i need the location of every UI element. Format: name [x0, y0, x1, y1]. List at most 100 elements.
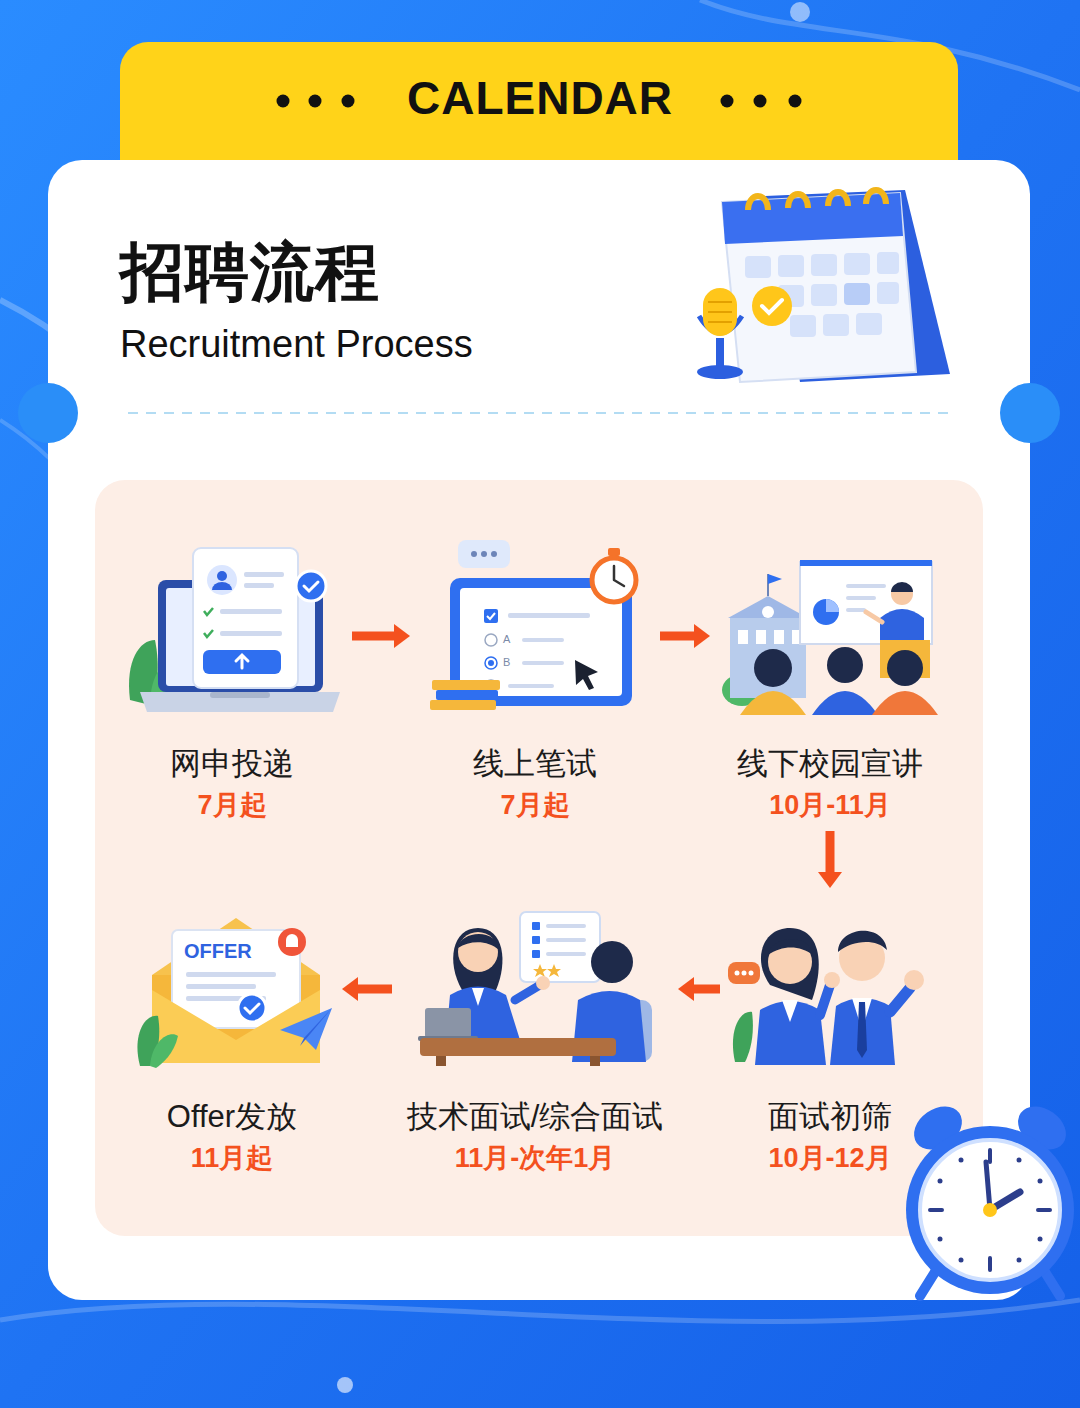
offer-envelope-icon — [137, 918, 332, 1068]
option-letter: A — [503, 633, 517, 646]
step-name: Offer发放 — [167, 1097, 297, 1137]
online-test-icon — [592, 558, 636, 602]
alarm-clock — [906, 1098, 1074, 1296]
header-tab — [342, 95, 355, 108]
screening-icon — [904, 970, 924, 990]
interview-icon — [546, 952, 586, 956]
online-test-icon — [471, 551, 477, 557]
header-tab — [721, 95, 734, 108]
calendar-icon — [778, 255, 804, 277]
resume-laptop-icon — [193, 548, 298, 688]
campus-talk-icon — [846, 608, 866, 612]
step-date: 11月起 — [191, 1141, 274, 1175]
campus-talk-icon — [826, 599, 839, 612]
interview-icon — [515, 985, 540, 1000]
offer-envelope-icon — [280, 1008, 332, 1050]
calendar-icon — [708, 311, 732, 313]
online-test-icon — [575, 660, 598, 690]
step-date: 7月起 — [197, 788, 266, 822]
calendar-icon — [708, 321, 732, 323]
step-name: 线下校园宣讲 — [737, 744, 923, 784]
calendar-icon — [828, 192, 848, 206]
resume-laptop-icon — [296, 571, 326, 601]
header-tab — [309, 95, 322, 108]
offer-envelope-icon — [278, 928, 306, 956]
calendar-icon — [866, 190, 886, 204]
calendar-icon — [788, 194, 808, 208]
resume-laptop-icon — [220, 609, 282, 614]
campus-talk-icon — [887, 650, 923, 686]
online-test-icon — [430, 540, 636, 710]
flow-arrow — [826, 831, 835, 872]
resume-laptop-icon — [210, 692, 270, 698]
campus-talk-icon — [738, 630, 748, 644]
resume-laptop-icon — [236, 655, 248, 668]
campus-talk-icon — [800, 562, 932, 644]
step-date: 10月-12月 — [768, 1141, 891, 1175]
card — [128, 412, 955, 414]
background — [337, 1377, 353, 1393]
step-date: 11月-次年1月 — [455, 1141, 616, 1175]
interview-icon — [536, 976, 550, 990]
interview-icon — [547, 964, 561, 977]
letter-heading: OFFER — [184, 940, 264, 963]
campus-talk-icon — [768, 574, 782, 584]
flow-arrow — [358, 985, 392, 994]
calendar-icon — [823, 314, 849, 336]
step-date: 7月起 — [500, 788, 569, 822]
screening-icon — [735, 971, 740, 976]
page-title: 招聘流程 — [120, 236, 380, 308]
calendar-icon — [844, 283, 870, 305]
resume-laptop-icon — [244, 572, 284, 577]
process-step: 线下校园宣讲 10月-11月 — [715, 540, 945, 826]
offer-envelope-icon — [150, 1034, 178, 1068]
campus-talk-icon — [774, 630, 784, 644]
calendar-icon — [722, 193, 916, 382]
campus-talk-icon — [813, 599, 839, 625]
online-test-icon — [485, 657, 497, 669]
flow-arrow — [694, 985, 720, 994]
interview-icon — [458, 934, 499, 950]
offer-envelope-icon — [238, 994, 266, 1022]
alarm-clock — [986, 1162, 990, 1210]
online-test-icon — [430, 700, 496, 710]
step-name: 技术面试/综合面试 — [407, 1097, 664, 1137]
calendar-icon — [708, 301, 732, 303]
calendar-icon — [877, 252, 899, 274]
calendar-icon — [762, 300, 782, 313]
tab-heading: CALENDAR — [380, 72, 700, 125]
campus-talk-icon — [891, 583, 913, 605]
offer-envelope-icon — [286, 934, 298, 947]
online-test-icon — [487, 613, 495, 619]
background — [790, 2, 810, 22]
campus-talk-icon — [762, 606, 774, 618]
resume-laptop-icon — [212, 582, 232, 590]
calendar-icon — [748, 196, 768, 210]
interview-icon — [418, 912, 652, 1066]
online-test-icon — [608, 548, 620, 556]
card — [48, 160, 1030, 1300]
screening-icon — [890, 988, 910, 1012]
flow-arrow — [352, 632, 394, 641]
calendar-icon — [697, 190, 950, 382]
campus-talk-icon — [740, 691, 806, 715]
interview-icon — [591, 941, 633, 983]
screening-icon — [761, 928, 819, 1000]
alarm-clock — [920, 1272, 935, 1296]
campus-talk-icon — [800, 560, 932, 566]
step-date: 10月-11月 — [769, 788, 891, 822]
screening-icon — [782, 1000, 798, 1022]
screening-icon — [857, 1002, 867, 1058]
offer-envelope-icon — [186, 972, 276, 977]
campus-talk-icon — [722, 560, 938, 715]
process-step: Offer发放 11月起 — [127, 893, 337, 1179]
campus-talk-icon — [728, 596, 808, 618]
calendar-icon — [752, 286, 792, 326]
resume-laptop-icon — [217, 571, 227, 581]
interview-icon — [458, 932, 498, 972]
interview-icon — [420, 1038, 616, 1056]
campus-talk-icon — [812, 691, 878, 715]
screening-icon — [824, 972, 840, 988]
interview-icon — [532, 922, 540, 930]
interview-icon — [436, 1056, 446, 1066]
